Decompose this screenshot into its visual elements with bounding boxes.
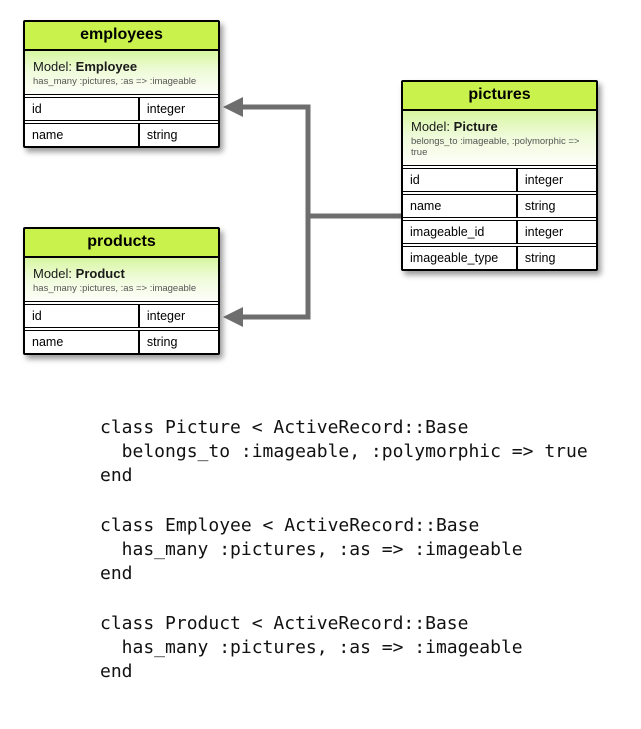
- column-name: imageable_type: [410, 251, 499, 265]
- model-name: Employee: [75, 59, 138, 74]
- code-line: end: [100, 563, 133, 584]
- table-products-rows: id integer name string: [25, 304, 218, 353]
- table-row: imageable_id integer: [403, 220, 596, 244]
- code-line: end: [100, 465, 133, 486]
- model-label: Model:: [33, 266, 73, 281]
- model-name: Product: [75, 266, 125, 281]
- column-name: id: [410, 173, 420, 187]
- column-type: integer: [515, 221, 596, 243]
- column-name: name: [410, 199, 442, 213]
- column-type: string: [137, 331, 218, 353]
- model-line: Model: Picture: [411, 119, 588, 134]
- code-line: has_many :pictures, :as => :imageable: [100, 637, 523, 658]
- column-type: integer: [515, 169, 596, 191]
- column-type: string: [515, 195, 596, 217]
- table-employees-rows: id integer name string: [25, 97, 218, 146]
- code-line: class Employee < ActiveRecord::Base: [100, 515, 480, 536]
- column-name: name: [32, 128, 64, 142]
- column-type: string: [137, 124, 218, 146]
- model-line: Model: Employee: [33, 59, 210, 74]
- table-pictures: pictures Model: Picture belongs_to :imag…: [401, 80, 598, 271]
- table-row: name string: [25, 123, 218, 146]
- association-text: has_many :pictures, :as => :imageable: [33, 76, 197, 87]
- column-type: string: [515, 247, 596, 269]
- arrowhead-products-icon: [223, 307, 243, 327]
- column-type: integer: [137, 98, 218, 120]
- table-row: id integer: [25, 304, 218, 328]
- table-products: products Model: Product has_many :pictur…: [23, 227, 220, 355]
- table-employees-title: employees: [25, 22, 218, 51]
- connector-line-pictures-to-employees: [240, 104, 401, 219]
- code-block-employee: class Employee < ActiveRecord::Base has_…: [100, 514, 641, 586]
- column-name: name: [32, 335, 64, 349]
- table-employees: employees Model: Employee has_many :pict…: [23, 20, 220, 148]
- column-name: imageable_id: [410, 225, 485, 239]
- table-row: id integer: [25, 97, 218, 121]
- connector-line-to-products: [240, 216, 311, 320]
- model-line: Model: Product: [33, 266, 210, 281]
- code-block-product: class Product < ActiveRecord::Base has_m…: [100, 612, 641, 684]
- table-products-model-section: Model: Product has_many :pictures, :as =…: [25, 258, 218, 302]
- table-employees-model-section: Model: Employee has_many :pictures, :as …: [25, 51, 218, 95]
- code-line: class Picture < ActiveRecord::Base: [100, 417, 469, 438]
- er-diagram: employees Model: Employee has_many :pict…: [23, 20, 598, 355]
- table-pictures-model-section: Model: Picture belongs_to :imageable, :p…: [403, 111, 596, 166]
- code-line: class Product < ActiveRecord::Base: [100, 613, 469, 634]
- table-row: imageable_type string: [403, 246, 596, 269]
- code-listing: class Picture < ActiveRecord::Base belon…: [100, 416, 641, 684]
- model-label: Model:: [33, 59, 73, 74]
- table-row: id integer: [403, 168, 596, 192]
- arrowhead-employees-icon: [223, 97, 243, 117]
- table-pictures-title: pictures: [403, 82, 596, 111]
- model-label: Model:: [411, 119, 451, 134]
- code-block-picture: class Picture < ActiveRecord::Base belon…: [100, 416, 641, 488]
- association-text: belongs_to :imageable, :polymorphic => t…: [411, 136, 580, 158]
- column-name: id: [32, 102, 42, 116]
- table-row: name string: [25, 330, 218, 353]
- code-line: end: [100, 661, 133, 682]
- code-line: has_many :pictures, :as => :imageable: [100, 539, 523, 560]
- association-text: has_many :pictures, :as => :imageable: [33, 283, 197, 294]
- code-line: belongs_to :imageable, :polymorphic => t…: [100, 441, 588, 462]
- column-type: integer: [137, 305, 218, 327]
- column-name: id: [32, 309, 42, 323]
- table-row: name string: [403, 194, 596, 218]
- table-pictures-rows: id integer name string imageable_id inte…: [403, 168, 596, 269]
- table-products-title: products: [25, 229, 218, 258]
- model-name: Picture: [453, 119, 498, 134]
